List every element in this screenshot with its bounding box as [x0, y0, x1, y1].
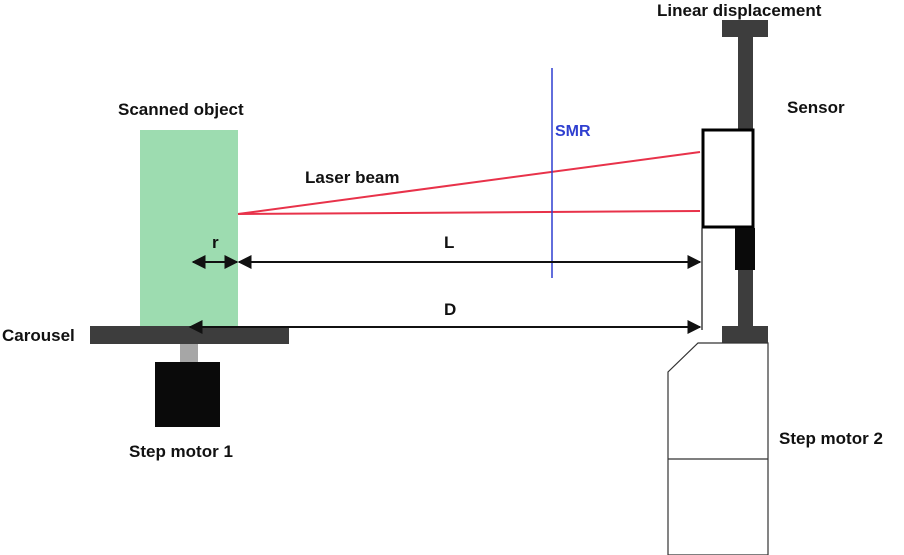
rail-top-cap	[722, 20, 768, 37]
sensor-label: Sensor	[787, 98, 845, 117]
step-motor-1-label: Step motor 1	[129, 442, 233, 461]
carousel-plate	[90, 326, 289, 344]
step-motor-2	[667, 342, 769, 555]
sensor-mount	[735, 228, 755, 270]
scanned-object	[140, 130, 238, 327]
laser-beam-label: Laser beam	[305, 168, 400, 187]
dimension-D-label: D	[444, 300, 456, 319]
step-motor-2-label: Step motor 2	[779, 429, 883, 448]
carousel-label: Carousel	[2, 326, 75, 345]
dimension-L-label: L	[444, 233, 454, 252]
rail-bottom-cap	[722, 326, 768, 343]
smr-label: SMR	[555, 123, 591, 140]
dimension-r-label: r	[212, 233, 219, 252]
step-motor-1	[155, 362, 220, 427]
laser-beam-upper	[237, 151, 701, 215]
linear-displacement-label: Linear displacement	[657, 1, 822, 20]
sensor-body	[701, 128, 755, 229]
motor-shaft	[180, 344, 198, 362]
laser-beam-lower	[237, 210, 701, 215]
scanned-object-label: Scanned object	[118, 100, 244, 119]
